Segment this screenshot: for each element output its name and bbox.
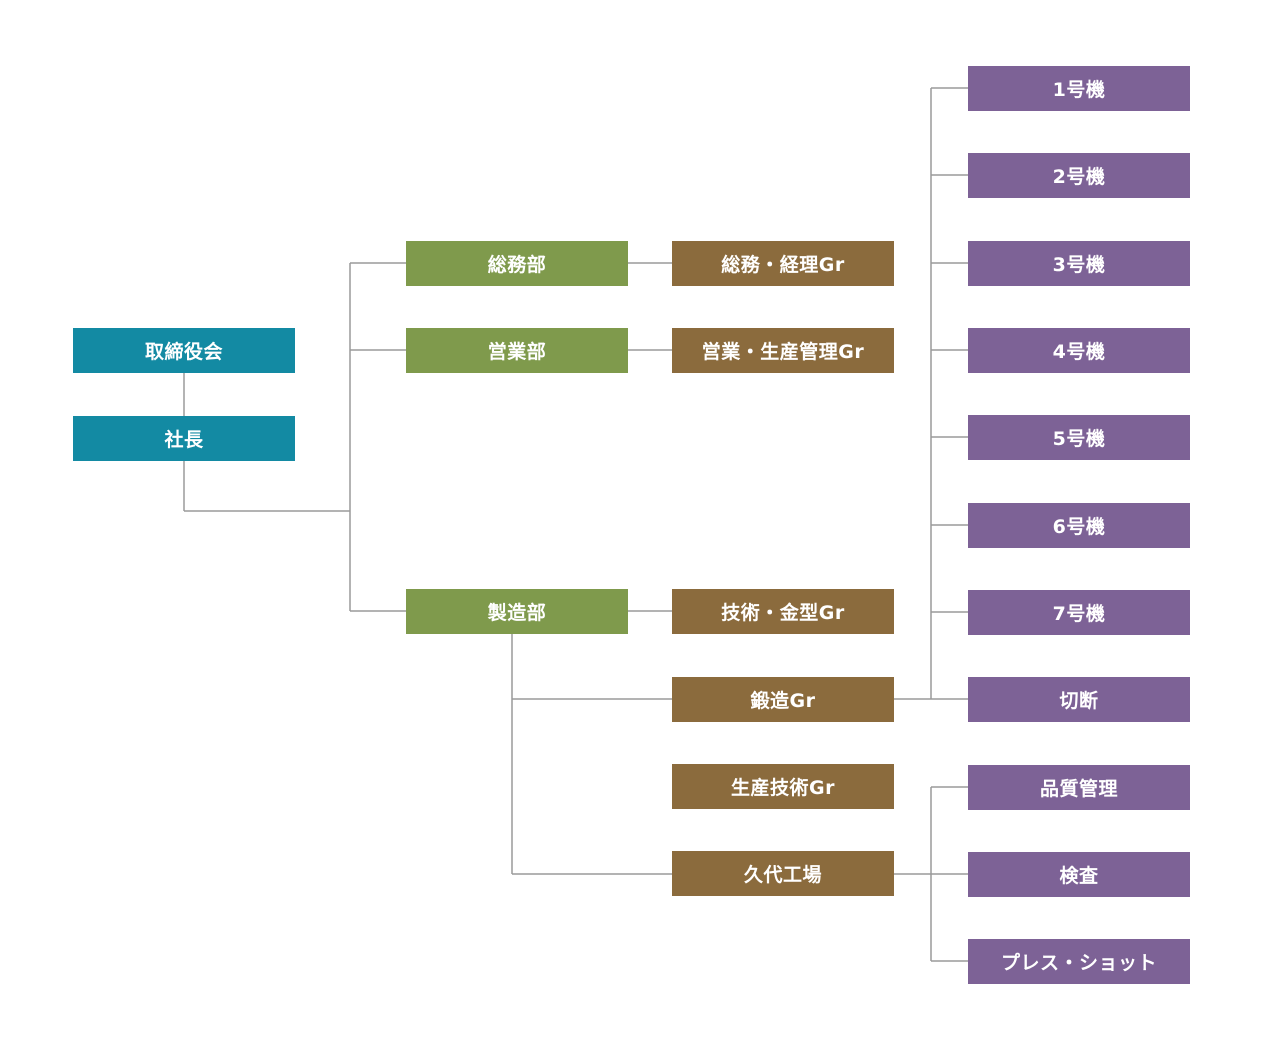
node-cutting: 切断 (968, 677, 1190, 722)
node-manufacturing-dept: 製造部 (406, 589, 628, 634)
node-tech-mold-group: 技術・金型Gr (672, 589, 894, 634)
node-machine-7: 7号機 (968, 590, 1190, 635)
node-machine-3: 3号機 (968, 241, 1190, 286)
node-inspection: 検査 (968, 852, 1190, 897)
node-forging-group: 鍛造Gr (672, 677, 894, 722)
node-board-of-directors: 取締役会 (73, 328, 295, 373)
node-kushiro-factory: 久代工場 (672, 851, 894, 896)
node-production-engineering-group: 生産技術Gr (672, 764, 894, 809)
node-machine-1: 1号機 (968, 66, 1190, 111)
node-general-accounting-group: 総務・経理Gr (672, 241, 894, 286)
node-sales-production-control-group: 営業・生産管理Gr (672, 328, 894, 373)
node-machine-6: 6号機 (968, 503, 1190, 548)
node-sales-dept: 営業部 (406, 328, 628, 373)
node-general-affairs-dept: 総務部 (406, 241, 628, 286)
node-machine-5: 5号機 (968, 415, 1190, 460)
node-machine-2: 2号機 (968, 153, 1190, 198)
node-machine-4: 4号機 (968, 328, 1190, 373)
node-quality-control: 品質管理 (968, 765, 1190, 810)
node-press-shot: プレス・ショット (968, 939, 1190, 984)
node-president: 社長 (73, 416, 295, 461)
